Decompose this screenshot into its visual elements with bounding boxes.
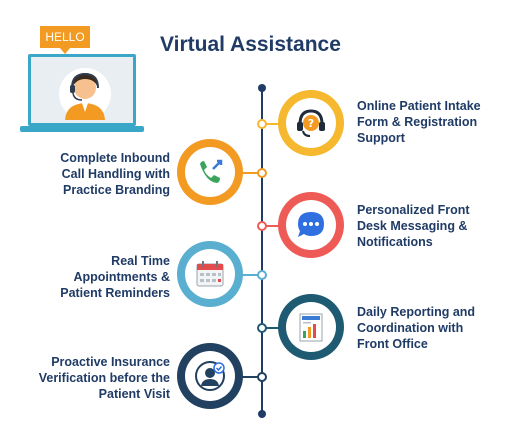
- item-label-reporting: Daily Reporting and Coordination with Fr…: [357, 305, 476, 351]
- connector-6: [241, 376, 259, 378]
- verified-user-icon: [195, 361, 225, 391]
- item-label-call-handling: Complete Inbound Call Handling with Prac…: [60, 151, 170, 197]
- connector-2: [241, 172, 259, 174]
- chat-bubble-icon: [298, 212, 324, 237]
- messaging-circle: [278, 192, 344, 258]
- appointments-circle: [177, 241, 243, 307]
- intake-circle: ?: [278, 90, 344, 156]
- monitor-stand: [20, 126, 144, 132]
- question-headset-icon: ?: [297, 109, 325, 137]
- hello-speech-bubble: HELLO: [40, 26, 90, 54]
- timeline-node-3: [257, 221, 267, 231]
- item-label-messaging: Personalized Front Desk Messaging & Noti…: [357, 203, 470, 249]
- connector-4: [241, 274, 259, 276]
- timeline-node-4: [257, 270, 267, 280]
- phone-call-icon: [200, 159, 223, 183]
- page-title: Virtual Assistance: [160, 33, 341, 56]
- connector-5: [263, 327, 281, 329]
- timeline-node-1: [257, 119, 267, 129]
- timeline-node-6: [257, 372, 267, 382]
- item-label-insurance: Proactive Insurance Verification before …: [38, 355, 170, 401]
- timeline-node-2: [257, 168, 267, 178]
- timeline-bottom-dot: [258, 410, 266, 418]
- insurance-circle: [177, 343, 243, 409]
- connector-1: [263, 123, 281, 125]
- item-label-intake: Online Patient Intake Form & Registratio…: [357, 99, 481, 145]
- calendar-icon: [196, 261, 224, 287]
- timeline-node-5: [257, 323, 267, 333]
- timeline-line: [261, 87, 263, 413]
- reporting-circle: [278, 294, 344, 360]
- support-agent-icon: [52, 60, 122, 126]
- svg-text:?: ?: [308, 117, 314, 130]
- connector-3: [263, 225, 281, 227]
- call-handling-circle: [177, 139, 243, 205]
- item-label-appointments: Real Time Appointments & Patient Reminde…: [60, 254, 170, 300]
- report-icon: [299, 313, 323, 342]
- timeline-top-dot: [258, 84, 266, 92]
